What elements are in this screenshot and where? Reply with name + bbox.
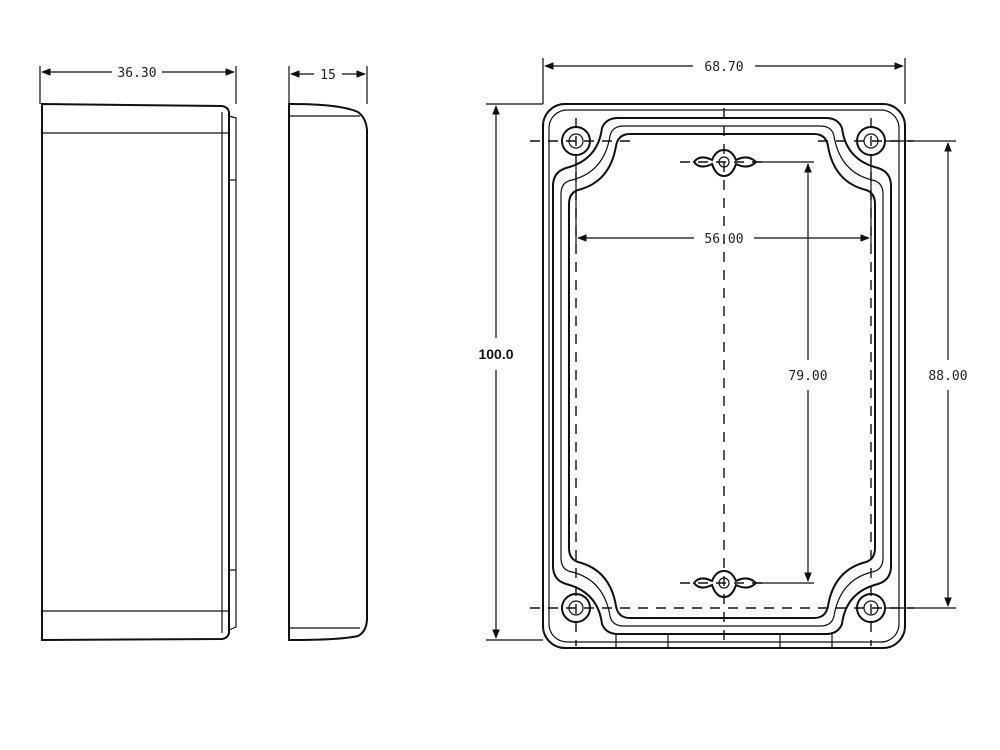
side-view-wide: 36.30 (39, 66, 237, 642)
front-height-label: 100.0 (478, 346, 513, 362)
side-depth-label: 15 (320, 68, 336, 83)
side-width-label: 36.30 (117, 66, 156, 81)
mounting-slot-bottom (692, 569, 758, 599)
side-view-wide-outline (41, 102, 230, 642)
side-view-wide-right-lip (228, 115, 237, 631)
front-view-gasket-outer (552, 117, 892, 635)
front-view-cavity (568, 133, 876, 619)
front-view-gasket-inner (560, 125, 884, 627)
slot-y-label: 79.00 (788, 369, 827, 384)
front-view: 68.70 56.00 100.0 79.00 88.00 (478, 58, 968, 649)
side-view-narrow: 15 (288, 66, 368, 641)
side-view-narrow-outline (288, 103, 368, 641)
hole-y-label: 88.00 (928, 369, 967, 384)
front-width-label: 68.70 (704, 60, 743, 75)
front-view-outer (542, 103, 906, 649)
hole-x-label: 56.00 (704, 232, 743, 247)
mounting-slot-top (692, 148, 758, 178)
